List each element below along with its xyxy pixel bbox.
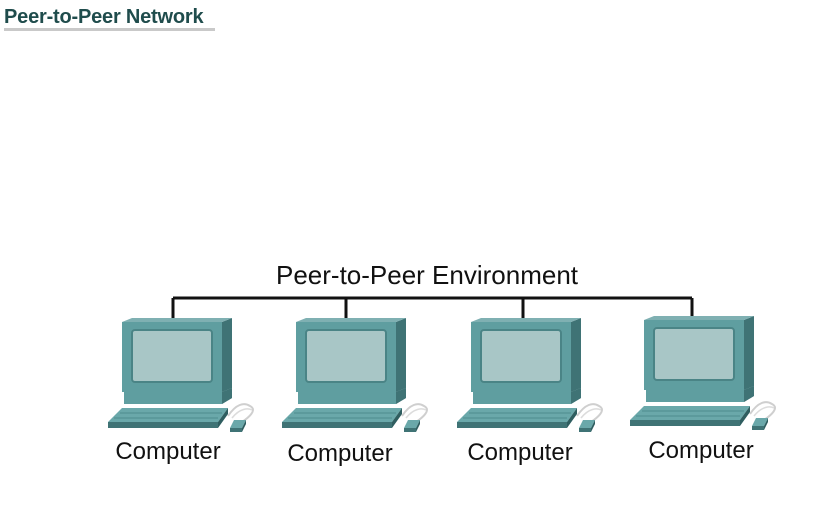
page-title: Peer-to-Peer Network: [4, 6, 216, 31]
computer-label: Computer: [115, 438, 220, 465]
desktop-computer-icon: [281, 317, 428, 433]
network-bus: [171, 296, 694, 318]
computer-2: Computer: [281, 317, 428, 467]
desktop-computer-icon: [629, 315, 776, 431]
computer-1: Computer: [107, 317, 254, 465]
computer-3: Computer: [456, 317, 603, 466]
desktop-computer-icon: [107, 317, 254, 433]
desktop-computer-icon: [456, 317, 603, 433]
computer-label: Computer: [648, 437, 753, 464]
computer-label: Computer: [287, 440, 392, 467]
computer-label: Computer: [467, 439, 572, 466]
environment-label: Peer-to-Peer Environment: [276, 260, 579, 290]
computer-4: Computer: [629, 315, 776, 464]
